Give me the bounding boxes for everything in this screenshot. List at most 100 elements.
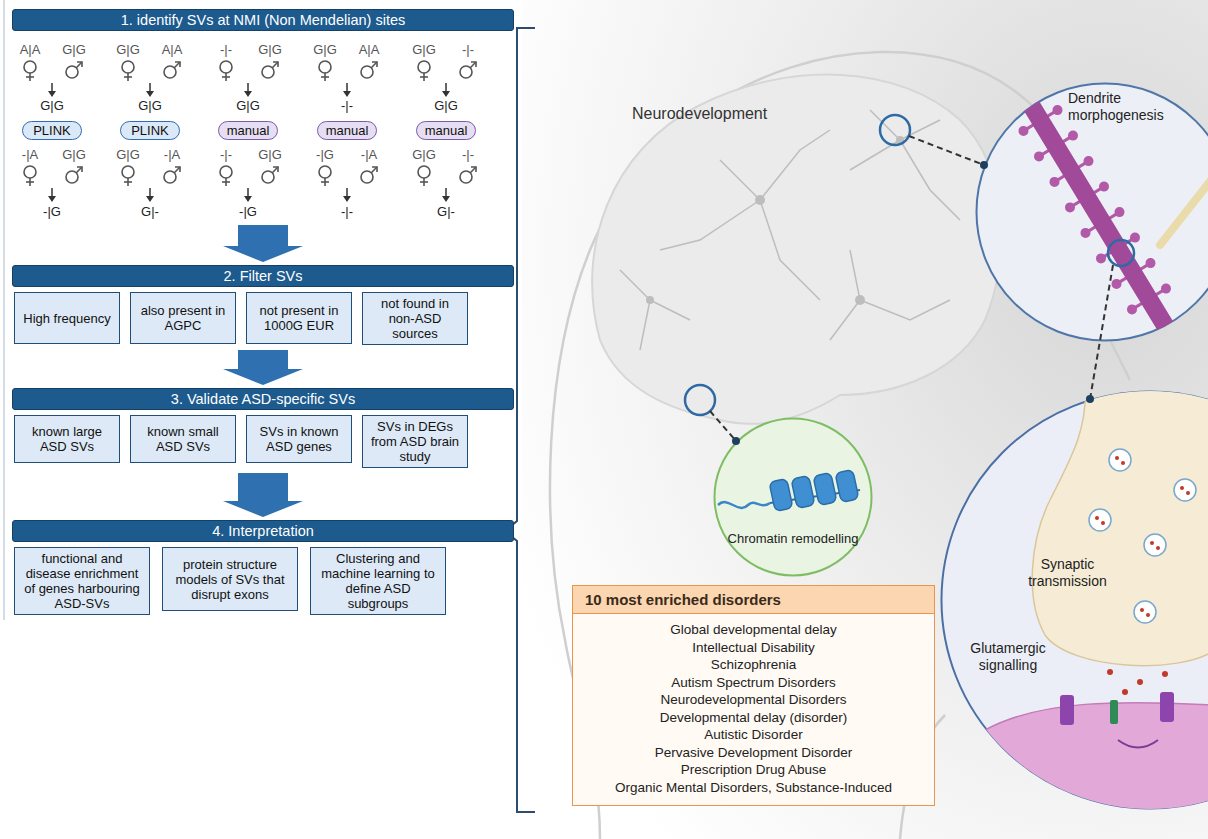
method-pill: PLINK (22, 121, 82, 140)
pill-label: manual (227, 123, 270, 138)
genotype-label: G|G (130, 98, 170, 114)
genotype-label: -|- (327, 98, 367, 114)
criterion-box: High frequency (14, 292, 120, 344)
list-item: Developmental delay (disorder) (573, 709, 934, 727)
box-label: also present in AGPC (136, 303, 230, 333)
list-heading: 10 most enriched disorders (573, 586, 934, 614)
method-pill: manual (317, 121, 377, 140)
circle-shape (715, 419, 872, 576)
genotype-label: G|G (54, 42, 94, 58)
chromatin-drawing (718, 469, 860, 511)
genotype-label: -|G (228, 204, 268, 220)
genotype-label: -|G (32, 204, 72, 220)
genotype-label: G|- (426, 204, 466, 220)
criterion-box: not found in non-ASD sources (362, 292, 468, 345)
genotype-label: G|G (108, 147, 148, 163)
genotype-label: G|G (32, 98, 72, 114)
brain-outline (592, 75, 1001, 424)
genotype-label: -|- (448, 42, 488, 58)
genotype-label: G|G (54, 147, 94, 163)
list-item: Neurodevelopmental Disorders (573, 691, 934, 709)
genotype-label: G|G (108, 42, 148, 58)
genotype-label: -|- (327, 204, 367, 220)
panel-edge (3, 0, 5, 620)
flow-arrow (223, 225, 303, 262)
criterion-box: SVs in known ASD genes (246, 415, 352, 463)
neuron-body (646, 136, 904, 305)
circle-label: Synaptic transmission (1010, 556, 1125, 590)
genotype-label: -|- (206, 42, 246, 58)
genotype-label: -|A (152, 147, 192, 163)
method-pill: manual (416, 121, 476, 140)
dendrite-drawing (1000, 54, 1208, 383)
list-item: Organic Mental Disorders, Substance-Indu… (573, 779, 934, 797)
box-label: SVs in known ASD genes (252, 424, 346, 454)
step-heading: 3. Validate ASD-specific SVs (12, 388, 514, 410)
step-panel: 3. Validate ASD-specific SVs known large … (12, 388, 514, 470)
criterion-box: SVs in DEGs from ASD brain study (362, 415, 468, 468)
genotype-label: A|A (10, 42, 50, 58)
genotype-label: A|A (152, 42, 192, 58)
genotype-label: G|G (250, 147, 290, 163)
step-panel: 1. identify SVs at NMI (Non Mendelian) s… (12, 9, 514, 222)
box-label: not found in non-ASD sources (368, 296, 462, 341)
flow-arrow (223, 350, 303, 385)
box-label: protein structure models of SVs that dis… (168, 557, 292, 602)
criterion-box: functional and disease enrichment of gen… (14, 547, 150, 615)
genotype-label: G|G (404, 147, 444, 163)
parent-symbols (24, 61, 476, 186)
list-item: Schizophrenia (573, 656, 934, 674)
method-pill: manual (218, 121, 278, 140)
box-label: known small ASD SVs (136, 424, 230, 454)
pill-label: manual (425, 123, 468, 138)
method-pill: PLINK (120, 121, 180, 140)
genotype-label: A|A (349, 42, 389, 58)
step-panel: 4. Interpretation functional and disease … (12, 520, 514, 617)
criterion-box: protein structure models of SVs that dis… (162, 547, 298, 611)
circle-label: Chromatin remodelling (723, 530, 863, 547)
list-item: Global developmental delay (573, 621, 934, 639)
criterion-box: known small ASD SVs (130, 415, 236, 463)
flow-arrow (223, 473, 303, 517)
box-label: known large ASD SVs (20, 424, 114, 454)
zoom-markers (685, 115, 1134, 445)
enrichment-list: 10 most enriched disordersGlobal develop… (572, 585, 935, 806)
pill-label: PLINK (33, 123, 71, 138)
region-label: Neurodevelopment (632, 104, 767, 124)
box-label: SVs in DEGs from ASD brain study (368, 419, 462, 464)
criterion-box: known large ASD SVs (14, 415, 120, 463)
genotype-label: -|- (448, 147, 488, 163)
genotype-label: G|G (426, 98, 466, 114)
box-label: not present in 1000G EUR (252, 303, 346, 333)
list-item: Prescription Drug Abuse (573, 761, 934, 779)
step-heading: 1. identify SVs at NMI (Non Mendelian) s… (12, 9, 514, 31)
list-item: Autism Spectrum Disorders (573, 674, 934, 692)
criterion-box: also present in AGPC (130, 292, 236, 344)
step-heading: 2. Filter SVs (12, 265, 514, 287)
box-label: High frequency (23, 311, 110, 326)
genotype-label: -|A (10, 147, 50, 163)
genotype-label: G|- (130, 204, 170, 220)
list-item: Pervasive Development Disorder (573, 744, 934, 762)
genotype-label: -|A (349, 147, 389, 163)
list-item: Intellectual Disability (573, 639, 934, 657)
box-label: Clustering and machine learning to defin… (316, 551, 440, 611)
genotype-label: G|G (404, 42, 444, 58)
genotype-label: G|G (305, 42, 345, 58)
synapse-drawing (985, 385, 1208, 815)
inheritance-arrows (48, 83, 450, 202)
pill-label: manual (326, 123, 369, 138)
step-panel: 2. Filter SVsHigh frequency also present … (12, 265, 514, 347)
list-item: Autistic Disorder (573, 726, 934, 744)
genotype-label: G|G (250, 42, 290, 58)
circle-label: Dendrite morphogenesis (1068, 90, 1183, 124)
pill-label: PLINK (131, 123, 169, 138)
bracket (505, 28, 535, 812)
criterion-box: not present in 1000G EUR (246, 292, 352, 344)
genotype-label: -|G (305, 147, 345, 163)
genotype-label: G|G (228, 98, 268, 114)
box-label: functional and disease enrichment of gen… (20, 551, 144, 611)
step-heading: 4. Interpretation (12, 520, 514, 542)
circle-label: Glutamergic signalling (958, 640, 1058, 674)
